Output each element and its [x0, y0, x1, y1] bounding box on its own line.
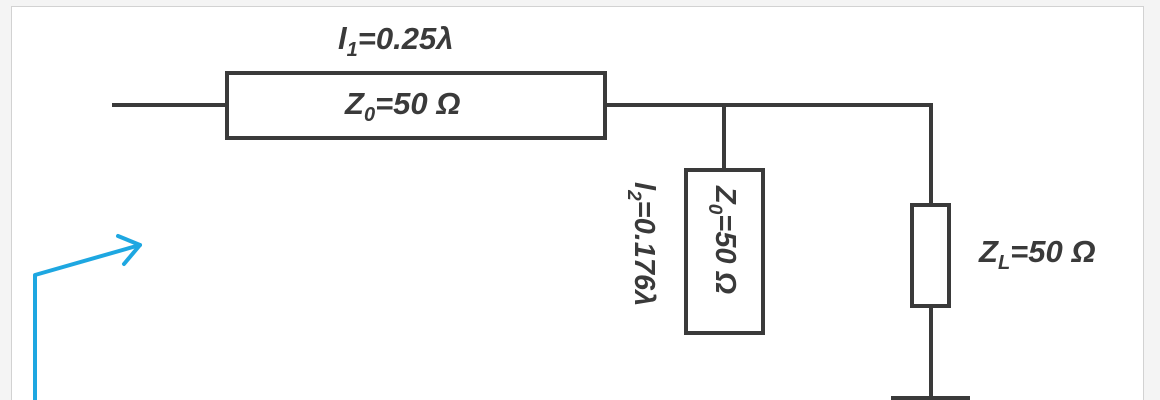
z0-stub-label: Z0=50 Ω [704, 185, 741, 295]
series-line-box [225, 71, 607, 140]
z0-stub-value: =50 Ω [709, 214, 741, 294]
z0-series-subscript: 0 [364, 104, 375, 126]
zl-label: ZL=50 Ω [978, 234, 1096, 274]
l2-value: =0.176λ [628, 201, 660, 307]
zl-value: =50 Ω [1010, 234, 1095, 269]
l1-symbol: l [338, 21, 348, 56]
z0-series-label: Z0=50 Ω [344, 86, 460, 126]
zl-subscript: L [998, 252, 1010, 274]
load-resistor [910, 203, 951, 308]
stub-line-box [684, 168, 765, 335]
l2-label: l2=0.176λ [623, 182, 660, 306]
z0-series-symbol: Z [344, 86, 365, 121]
l1-label: l1=0.25λ [338, 21, 453, 61]
blue-arrow [33, 234, 142, 400]
z0-stub-subscript: 0 [704, 204, 725, 215]
l2-subscript: 2 [623, 189, 644, 201]
z0-series-value: =50 Ω [375, 86, 460, 121]
l1-value: =0.25λ [358, 21, 454, 56]
zl-symbol: Z [978, 234, 999, 269]
l1-subscript: 1 [347, 39, 358, 61]
l2-symbol: l [628, 182, 660, 191]
z0-stub-symbol: Z [709, 185, 741, 205]
